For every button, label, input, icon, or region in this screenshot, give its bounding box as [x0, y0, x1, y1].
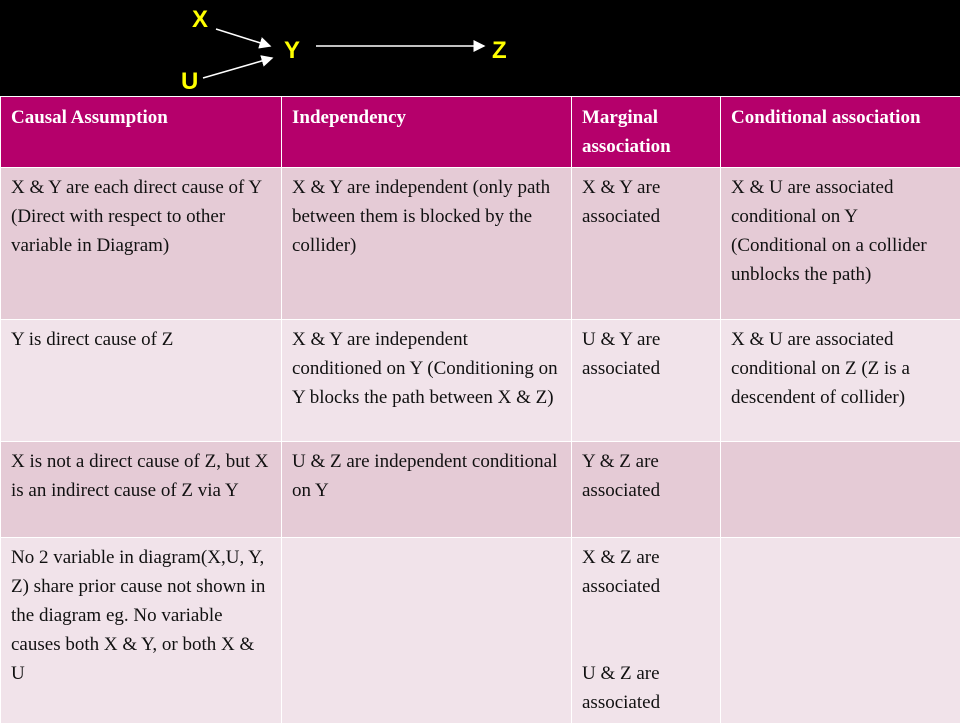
cell-marginal: U & Y are associated	[572, 320, 721, 442]
arrow-u-to-y	[203, 58, 272, 78]
cell-marginal: Y & Z are associated	[572, 442, 721, 538]
header-marginal-association: Marginal association	[572, 97, 721, 168]
table-row: No 2 variable in diagram(X,U, Y, Z) shar…	[1, 538, 960, 724]
cell-conditional	[721, 442, 960, 538]
node-y: Y	[284, 39, 300, 63]
node-u: U	[181, 70, 198, 94]
cell-independency: X & Y are independent (only path between…	[282, 168, 572, 320]
marginal-text-1: X & Z are associated	[582, 547, 660, 597]
header-causal-assumption: Causal Assumption	[1, 97, 282, 168]
cell-independency: X & Y are independent conditioned on Y (…	[282, 320, 572, 442]
cell-independency: U & Z are independent conditional on Y	[282, 442, 572, 538]
cell-assumption: Y is direct cause of Z	[1, 320, 282, 442]
diagram-arrows	[0, 0, 960, 96]
table-header-row: Causal Assumption Independency Marginal …	[1, 97, 960, 168]
cell-assumption: X & Y are each direct cause of Y (Direct…	[1, 168, 282, 320]
cell-assumption: No 2 variable in diagram(X,U, Y, Z) shar…	[1, 538, 282, 724]
table-row: Y is direct cause of Z X & Y are indepen…	[1, 320, 960, 442]
causal-assumptions-table: Causal Assumption Independency Marginal …	[0, 96, 960, 724]
marginal-text-2: U & Z are associated	[582, 663, 660, 713]
table-row: X & Y are each direct cause of Y (Direct…	[1, 168, 960, 320]
header-independency: Independency	[282, 97, 572, 168]
cell-conditional: X & U are associated conditional on Z (Z…	[721, 320, 960, 442]
node-x: X	[192, 8, 208, 32]
table-row: X is not a direct cause of Z, but X is a…	[1, 442, 960, 538]
cell-marginal: X & Z are associated U & Z are associated	[572, 538, 721, 724]
arrow-x-to-y	[216, 29, 270, 46]
cell-conditional: X & U are associated conditional on Y (C…	[721, 168, 960, 320]
causal-diagram: X Y Z U	[0, 0, 960, 96]
cell-assumption: X is not a direct cause of Z, but X is a…	[1, 442, 282, 538]
header-conditional-association: Conditional association	[721, 97, 960, 168]
cell-conditional	[721, 538, 960, 724]
node-z: Z	[492, 39, 507, 63]
cell-independency	[282, 538, 572, 724]
cell-marginal: X & Y are associated	[572, 168, 721, 320]
